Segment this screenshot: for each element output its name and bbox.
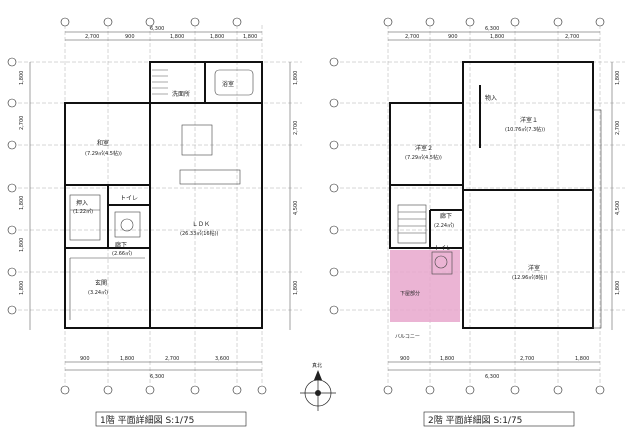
room2-balcony: バルコニー <box>395 334 420 340</box>
room2-hall: 廊下 <box>440 212 452 220</box>
dim2-bottom-1: 900 <box>400 356 410 362</box>
dim2-top-2: 900 <box>448 34 458 40</box>
dim2-top-3: 1,800 <box>490 34 504 40</box>
dim2-bottom-4: 1,800 <box>575 356 589 362</box>
room2-hall-area: (2.24㎡) <box>434 222 454 229</box>
room-ldk-area: (26.33㎡(16帖)) <box>180 230 219 237</box>
dim2-top-4: 2,700 <box>565 34 579 40</box>
room2-under-roof: 下屋部分 <box>400 290 420 297</box>
room2-western1: 洋室１ <box>520 116 538 124</box>
dim-bottom-3: 2,700 <box>165 356 179 362</box>
room-entrance-area: (3.24㎡) <box>88 289 108 296</box>
dim-bottom-1: 900 <box>80 356 90 362</box>
room2-western2-area: (7.29㎡(4.5帖)) <box>405 154 442 161</box>
room-closet-area: (1.22㎡) <box>73 208 93 215</box>
dim2-bottom-2: 1,800 <box>440 356 454 362</box>
dim2-total-bottom: 6,300 <box>485 374 499 380</box>
second-floor-plan: 6,300 2,700 900 1,800 2,700 900 1,800 2,… <box>329 17 625 427</box>
north-arrow-icon <box>314 370 322 380</box>
room2-toilet: トイレ <box>434 245 452 252</box>
dim-right-2: 2,700 <box>293 121 299 135</box>
room-washroom: 洗面所 <box>172 90 190 98</box>
dim-total-bottom: 6,300 <box>150 374 164 380</box>
dim-bottom-4: 3,600 <box>215 356 229 362</box>
room-japanese: 和室 <box>97 139 109 147</box>
room-toilet: トイレ <box>120 195 138 202</box>
dim2-right-1: 1,800 <box>615 71 621 85</box>
dim2-right-4: 1,800 <box>615 281 621 295</box>
dim2-bottom-3: 2,700 <box>520 356 534 362</box>
room-entrance: 玄関 <box>95 279 107 287</box>
dim-left-1: 1,800 <box>19 71 25 85</box>
room2-western2: 洋室２ <box>415 144 433 152</box>
dim-left-2: 2,700 <box>19 116 25 130</box>
dim-top-2: 900 <box>125 34 135 40</box>
room-closet: 押入 <box>76 199 88 207</box>
room-hall-area: (2.66㎡) <box>112 250 132 257</box>
dim-left-4: 1,800 <box>19 238 25 252</box>
dim-total-top: 6,300 <box>150 26 164 32</box>
dim-right-3: 4,500 <box>293 201 299 215</box>
dim2-total-top: 6,300 <box>485 26 499 32</box>
dim2-right-3: 4,500 <box>615 201 621 215</box>
room2-western3: 洋室 <box>528 264 540 272</box>
dim-top-4: 1,800 <box>210 34 224 40</box>
room-hall: 廊下 <box>115 241 127 249</box>
dim-right-1: 1,800 <box>293 71 299 85</box>
plan2-caption: 2階 平面詳細図 S:1/75 <box>428 414 522 426</box>
compass: 真北 <box>300 362 336 411</box>
compass-label: 真北 <box>312 362 322 369</box>
room-bath: 浴室 <box>222 80 234 88</box>
room2-western3-area: (12.96㎡(8帖)) <box>512 274 547 281</box>
room-ldk: ＬＤＫ <box>192 221 210 228</box>
dim-top-3: 1,800 <box>170 34 184 40</box>
dim-left-5: 1,800 <box>19 281 25 295</box>
room-japanese-area: (7.29㎡(4.5帖)) <box>85 150 122 157</box>
plan1-caption: 1階 平面詳細図 S:1/75 <box>100 414 194 426</box>
dim-bottom-2: 1,800 <box>120 356 134 362</box>
room2-western1-area: (10.76㎡(7.3帖)) <box>505 126 545 133</box>
dim-left-3: 1,800 <box>19 196 25 210</box>
first-floor-plan: 6,300 2,700 900 1,800 1,800 1,800 900 1,… <box>7 17 302 427</box>
dim-top-5: 1,800 <box>243 34 257 40</box>
dim-right-4: 1,800 <box>293 281 299 295</box>
dim-top-1: 2,700 <box>85 34 99 40</box>
dim2-right-2: 2,700 <box>615 121 621 135</box>
dim2-top-1: 2,700 <box>405 34 419 40</box>
under-roof-area <box>390 250 460 322</box>
room2-storage: 物入 <box>485 94 497 102</box>
